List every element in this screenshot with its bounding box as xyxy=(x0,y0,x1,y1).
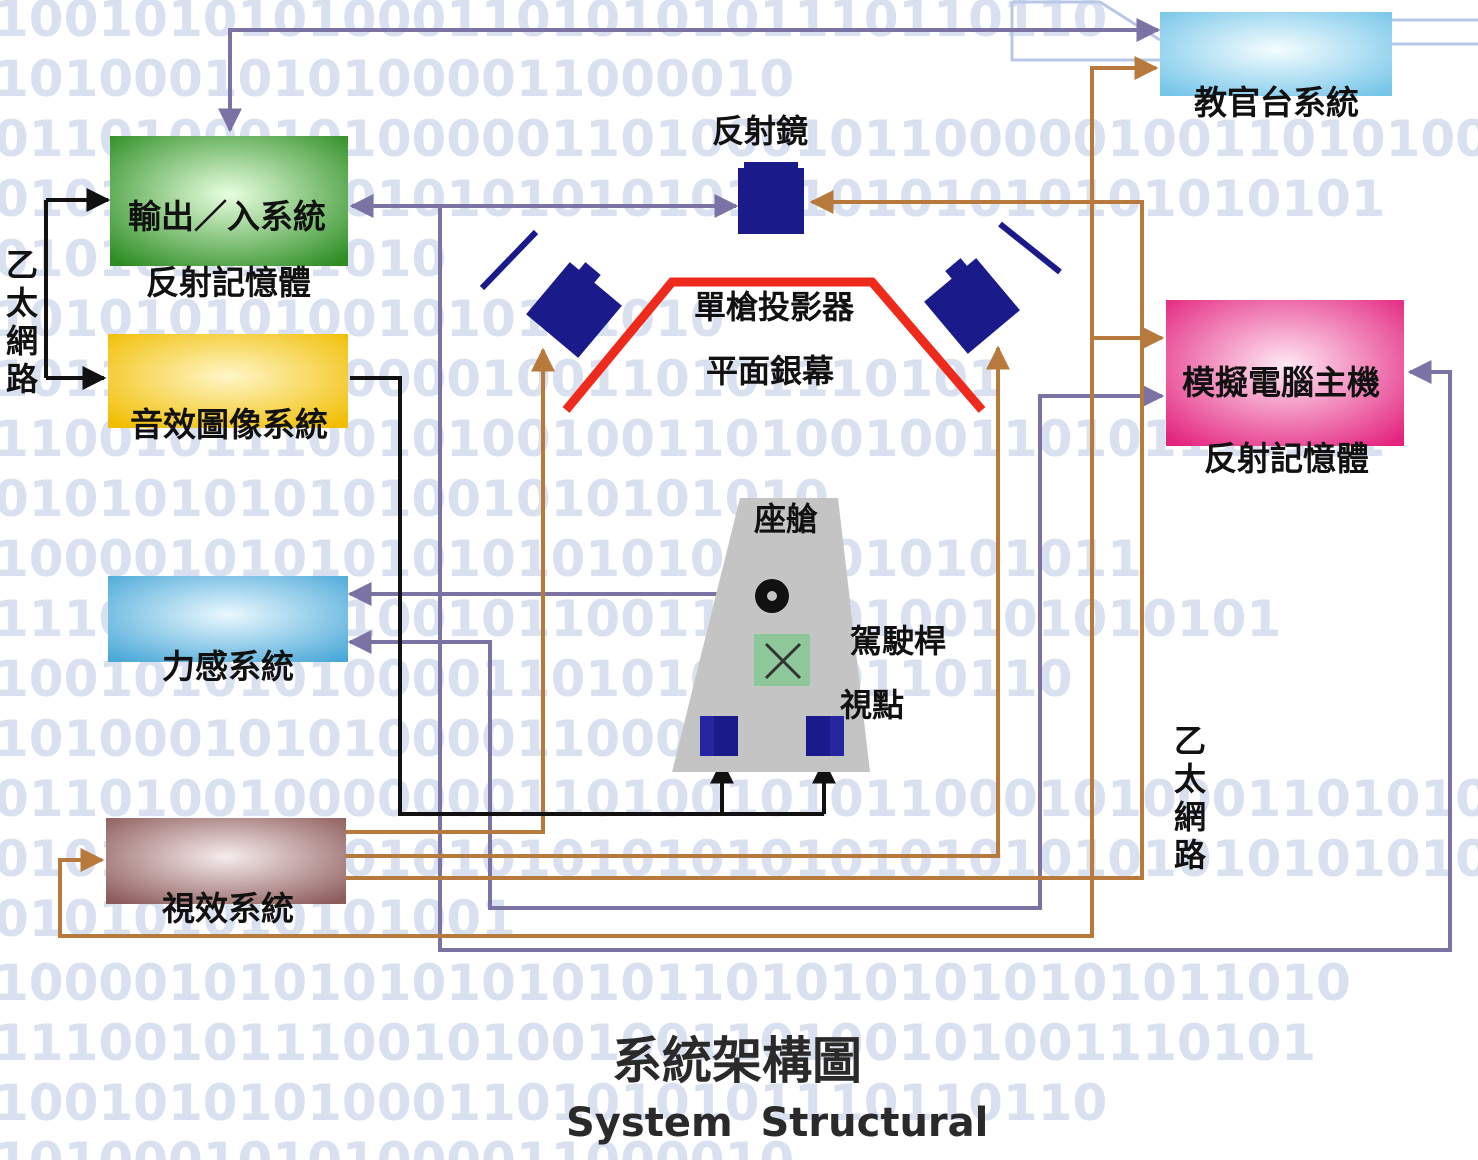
viewpoint-label: 視點 xyxy=(840,686,904,724)
right-side-mirror xyxy=(998,221,1062,275)
title-english: System Structural xyxy=(566,1100,988,1146)
right-speaker-icon xyxy=(806,716,844,756)
simulation-host-label: 模擬電腦主機 xyxy=(1182,363,1380,402)
joystick-label: 駕駛桿 xyxy=(850,622,946,660)
cockpit-label: 座艙 xyxy=(754,500,818,538)
bg-digit-row: 010101010101001010101010 xyxy=(0,470,829,528)
line-audio-to-speakers xyxy=(350,376,824,816)
simulation-host-box: 模擬電腦主機 反射記憶體 xyxy=(1166,300,1404,478)
bg-digit-row: 10100010101000011000010 xyxy=(0,50,794,108)
right-projector xyxy=(924,258,1020,354)
line-trunk-to-instructor xyxy=(1090,56,1159,338)
diagram-title: 系統架構圖 System Structural xyxy=(566,1032,988,1146)
projector-label: 單槍投影器 xyxy=(694,288,855,326)
left-projector xyxy=(526,262,622,358)
bg-digit-row: 10100010101000011000010 xyxy=(0,1132,794,1160)
ethernet-right: 乙太網路 xyxy=(1174,722,1207,874)
mirror-label: 反射鏡 xyxy=(712,112,808,150)
force-feedback-box: 力感系統 xyxy=(108,576,348,686)
bg-digit-row: 100001010101010101011010101010101011010 xyxy=(0,954,1351,1012)
flat-screen xyxy=(562,277,986,413)
bg-digit-row: 11100101110010100100110100101001110101 xyxy=(0,1014,1316,1072)
ethernet-left-label: 乙太網路 xyxy=(6,246,39,398)
cockpit: 座艙 駕駛桿 視點 xyxy=(672,498,946,772)
flat-screen-label: 平面銀幕 xyxy=(706,352,835,390)
ethernet-right-label: 乙太網路 xyxy=(1174,722,1207,874)
line-io-to-host xyxy=(438,206,1452,952)
line-visual-to-left-projector xyxy=(346,347,555,834)
instructor-label: 教官台系統 xyxy=(1194,83,1359,122)
line-ethernet-left-to-io xyxy=(44,200,108,378)
bg-digit-row: 10010101010001101010101110110110 xyxy=(0,1074,1107,1132)
line-visual-to-right-projector xyxy=(346,345,1010,858)
instructor-box: 教官台系統 xyxy=(1160,12,1392,122)
audio-image-box: 音效圖像系統 xyxy=(108,334,348,444)
reflective-memory-left-label: 反射記憶體 xyxy=(146,263,311,302)
line-force-to-host xyxy=(347,384,1165,910)
bg-digit-row: 10010101010001101010101110110110 xyxy=(0,0,1107,48)
visual-system-label: 視效系統 xyxy=(162,889,294,928)
line-host-to-visual xyxy=(58,338,1094,938)
io-system-label: 輸出／入系統 xyxy=(128,197,326,236)
line-visual-to-host xyxy=(346,338,1144,880)
audio-image-label: 音效圖像系統 xyxy=(130,405,328,444)
title-chinese: 系統架構圖 xyxy=(612,1032,862,1090)
visual-system-box: 視效系統 xyxy=(106,818,346,928)
force-feedback-label: 力感系統 xyxy=(162,647,294,686)
mirror-device xyxy=(738,168,804,234)
io-system-box: 輸出／入系統 反射記憶體 xyxy=(110,136,348,302)
left-side-mirror xyxy=(479,229,539,291)
line-io-to-instructor xyxy=(218,18,1161,133)
left-speaker-icon xyxy=(700,716,738,756)
mirror-device-cap xyxy=(744,162,798,170)
ethernet-left: 乙太網路 xyxy=(6,246,39,398)
reflective-memory-right-label: 反射記憶體 xyxy=(1204,439,1369,478)
connection-lines xyxy=(44,18,1452,952)
projection-setup: 反射鏡 單槍投影器 平面銀幕 xyxy=(479,112,1062,413)
line-host-to-mirror xyxy=(809,190,1144,338)
